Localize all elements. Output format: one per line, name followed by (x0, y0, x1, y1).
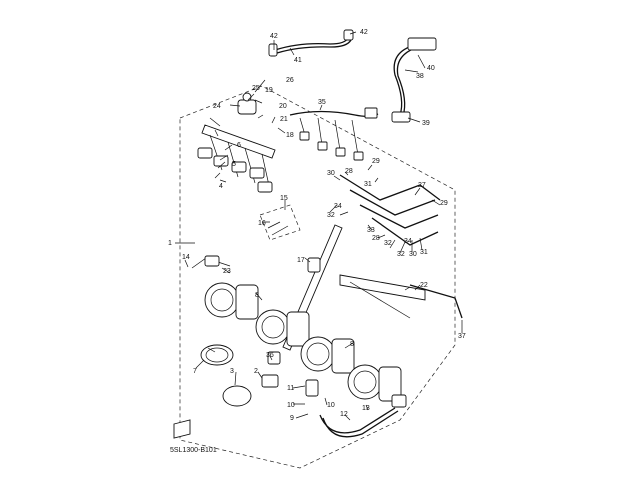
label-32-left: 32 (327, 212, 335, 219)
label-20: 20 (279, 103, 287, 110)
label-1: 1 (168, 240, 172, 247)
label-39: 39 (422, 120, 430, 127)
label-36: 36 (266, 352, 274, 359)
label-25: 25 (252, 85, 260, 92)
link-rod (409, 284, 463, 319)
wire-harness (289, 107, 379, 161)
label-34-right: 34 (404, 238, 412, 245)
label-22: 22 (420, 282, 428, 289)
label-28-lower: 28 (372, 235, 380, 242)
screw-kit (259, 204, 301, 241)
label-2: 2 (254, 368, 258, 375)
label-5: 5 (232, 161, 236, 168)
breather-hose (391, 37, 437, 123)
label-31-top: 31 (364, 181, 372, 188)
label-8-right: 8 (350, 341, 354, 348)
label-31-right: 31 (420, 249, 428, 256)
leader-lines (175, 31, 463, 421)
label-32-low: 32 (397, 251, 405, 258)
label-16: 16 (258, 220, 266, 227)
label-35: 35 (318, 99, 326, 106)
label-23: 23 (223, 268, 231, 275)
label-40: 40 (427, 65, 435, 72)
callout-labels: 42 42 41 40 38 39 26 25 19 24 20 35 21 1… (168, 29, 466, 454)
label-42-top: 42 (270, 33, 278, 40)
label-38: 38 (416, 73, 424, 80)
label-10-left: 10 (287, 402, 295, 409)
throttle-body-4 (347, 364, 402, 402)
vacuum-hoses (339, 174, 441, 246)
label-24: 24 (213, 103, 221, 110)
label-33: 33 (367, 227, 375, 234)
fuel-rail (201, 124, 276, 191)
label-21: 21 (280, 116, 288, 123)
label-42-right: 42 (360, 29, 368, 36)
label-15: 15 (280, 195, 288, 202)
label-3: 3 (230, 368, 234, 375)
label-19: 19 (265, 87, 273, 94)
throttle-body-2 (255, 309, 310, 347)
label-11: 11 (287, 385, 294, 392)
label-27: 27 (418, 182, 426, 189)
label-32-mid: 32 (384, 240, 392, 247)
coolant-hose (305, 379, 407, 438)
fuel-injectors (197, 147, 273, 193)
label-26: 26 (286, 77, 294, 84)
label-13: 13 (362, 405, 370, 412)
throttle-body-1 (204, 282, 259, 320)
label-30-right: 30 (409, 251, 417, 258)
throttle-body-3 (300, 336, 355, 374)
label-34-left: 34 (334, 203, 342, 210)
label-18: 18 (286, 132, 294, 139)
label-28: 28 (345, 168, 353, 175)
label-7: 7 (193, 368, 197, 375)
label-9: 9 (290, 415, 294, 422)
throttle-position-sensor (191, 255, 231, 269)
fittings (261, 351, 281, 388)
label-6: 6 (237, 142, 241, 149)
label-41: 41 (294, 57, 302, 64)
yamaha-manual-logo (173, 419, 191, 439)
label-30-left: 30 (327, 170, 335, 177)
label-29: 29 (372, 158, 380, 165)
label-17: 17 (297, 257, 305, 264)
label-14: 14 (182, 254, 190, 261)
label-4: 4 (219, 183, 223, 190)
label-8-left: 8 (255, 292, 259, 299)
diagram-code: 5SL1300-B101 (170, 447, 217, 454)
label-37: 37 (458, 333, 466, 340)
label-12: 12 (340, 411, 348, 418)
vacuum-hose (268, 29, 354, 57)
intake-joint (200, 344, 252, 407)
pressure-regulator (237, 92, 257, 115)
label-29-right: 29 (440, 200, 448, 207)
bracket (339, 274, 426, 319)
label-10-right: 10 (327, 402, 335, 409)
